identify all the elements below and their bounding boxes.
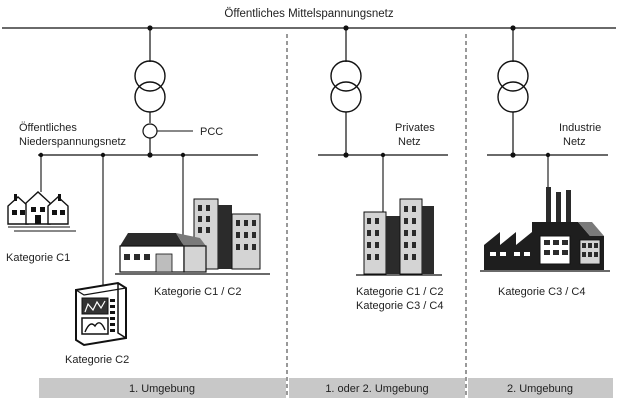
office-buildings-icon [356,198,442,276]
environment-label-3: 2. Umgebung [507,383,573,395]
category-label-industry: Kategorie C3 / C4 [498,286,585,298]
industry-grid-label-line2: Netz [563,136,586,148]
environment-label-1: 1. Umgebung [129,383,195,395]
category-label-private-line2: Kategorie C3 / C4 [356,300,443,312]
private-grid-label-line1: Privates [395,122,435,134]
environment-bar-3 [468,378,613,398]
transformer-icon [497,60,529,113]
lv-grid-label-line2: Niederspannungsnetz [19,136,126,148]
pcc-meter-icon [142,123,158,139]
industry-grid-label-line1: Industrie [559,122,601,134]
category-label-houses: Kategorie C1 [6,252,70,264]
mv-grid-label: Öffentliches Mittelspannungsnetz [224,8,393,20]
category-label-buildings: Kategorie C1 / C2 [154,286,241,298]
private-grid-label-line2: Netz [398,136,421,148]
transformer-icon [330,60,362,113]
environment-label-2: 1. oder 2. Umgebung [325,383,428,395]
category-label-device: Kategorie C2 [65,354,129,366]
environment-bar-2 [289,378,465,398]
houses-icon [7,191,76,232]
lv-grid-label-line1: Öffentliches [19,122,77,134]
office-buildings-icon [115,198,270,275]
pcc-label: PCC [200,126,223,138]
category-label-private-line1: Kategorie C1 / C2 [356,286,443,298]
drive-device-icon [75,281,127,347]
transformer-icon [134,60,166,113]
environment-bar-1 [39,378,286,398]
factory-icon [480,187,610,272]
